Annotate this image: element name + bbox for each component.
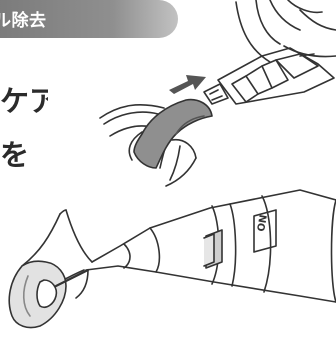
nail-cap-shape (133, 98, 213, 169)
upper-hand-illustration (235, 0, 336, 63)
device-top-illustration (203, 47, 335, 105)
section-banner-label: ル除去 (0, 11, 47, 31)
instruction-line-1: ケア (0, 84, 48, 118)
section-banner: ル除去 (0, 0, 178, 38)
main-device-illustration (85, 189, 336, 303)
buffing-tip-illustration (8, 260, 90, 329)
hand-with-cap-illustration (99, 98, 213, 187)
device-switch-label: ON (256, 214, 270, 233)
arrow-icon (169, 75, 206, 94)
instruction-line-2: を (0, 138, 30, 172)
